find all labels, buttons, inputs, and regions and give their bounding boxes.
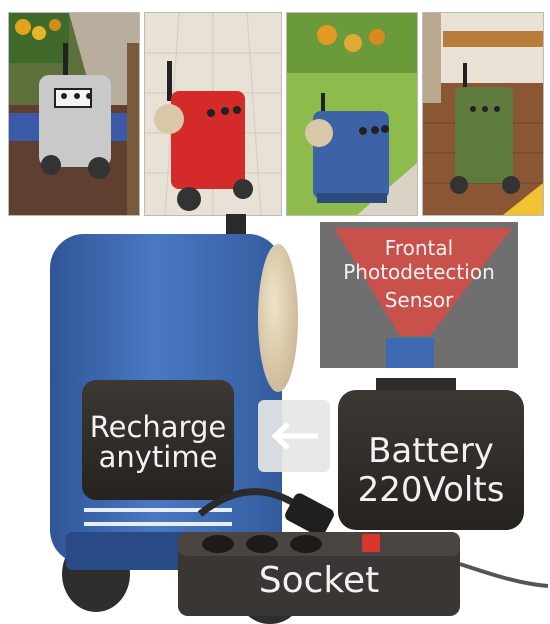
socket-label-text: Socket [258,560,380,601]
recharge-label-line1: Recharge [89,410,227,444]
recharge-label-line2: anytime [98,440,218,475]
recharge-label: Recharge anytime [82,412,234,473]
sensor-cone [334,228,512,336]
socket-label: Socket [178,562,460,600]
plug [285,493,334,537]
arrow-left-icon [271,422,318,450]
sensor-label-line3: Sensor [384,288,454,312]
battery-label: Battery 220Volts [338,431,524,511]
red-robot-scene [145,13,281,215]
green-robot-scene [423,13,543,215]
battery-label-line1: Battery [368,431,494,471]
robot-illustration [50,214,549,624]
power-switch [362,534,380,552]
scene-panel-green-robot [422,12,544,216]
recharge-panel [82,380,234,500]
battery-box [338,390,524,530]
sensor-label: Frontal Photodetection Sensor [320,236,518,326]
scene-panel-gray-robot [8,12,140,216]
scene-panel-blue-robot [286,12,418,216]
outlet-1 [202,535,234,553]
scene-panel-red-robot [144,12,282,216]
photodetection-disc [258,244,298,392]
sensor-label-line1: Frontal [384,236,454,260]
gray-robot-scene [9,13,139,215]
green-robot [455,87,513,183]
scene-strip [8,6,544,216]
sensor-label-line2: Photodetection [343,260,495,284]
red-robot [171,91,245,189]
battery-label-line2: 220Volts [357,470,505,511]
outlet-3 [290,535,322,553]
outlet-2 [246,535,278,553]
blue-robot-scene [287,13,417,215]
